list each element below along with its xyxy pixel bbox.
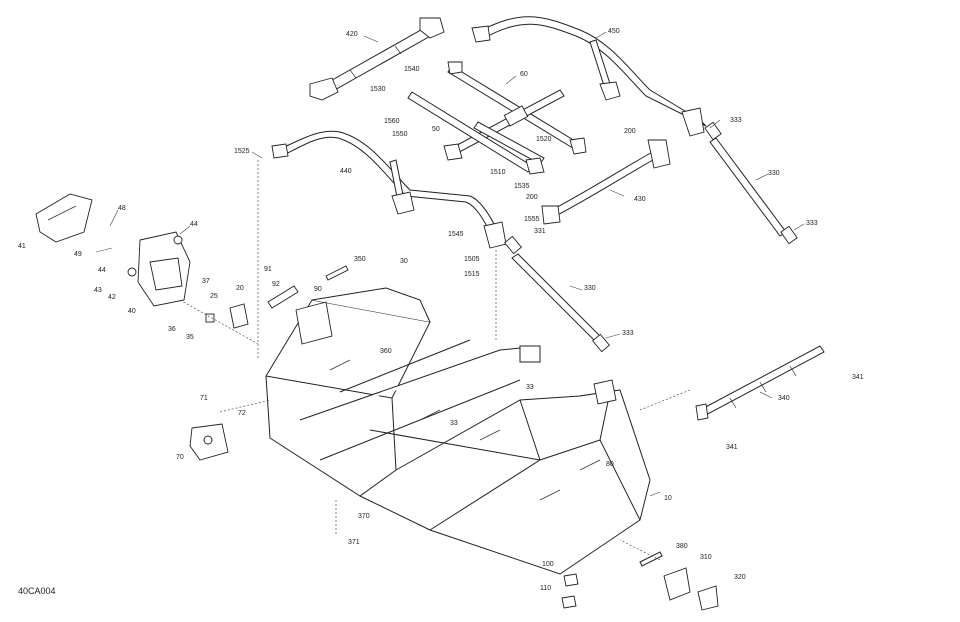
callout-33-center: 33 — [450, 420, 458, 427]
callout-40: 40 — [128, 308, 136, 315]
callout-1560: 1560 — [384, 118, 400, 125]
callout-310: 310 — [700, 554, 712, 561]
part-90-link — [267, 265, 349, 309]
callout-25: 25 — [210, 293, 218, 300]
callout-91: 91 — [264, 266, 272, 273]
callout-333-right: 333 — [806, 220, 818, 227]
callout-333-top: 333 — [730, 117, 742, 124]
callout-1515: 1515 — [464, 271, 480, 278]
callout-1545: 1545 — [448, 231, 464, 238]
callout-1555: 1555 — [524, 216, 540, 223]
callout-370: 370 — [358, 513, 370, 520]
part-430-side-bar — [541, 139, 671, 225]
callout-44-left: 44 — [98, 267, 106, 274]
callout-371: 371 — [348, 539, 360, 546]
callout-330-upper: 330 — [768, 170, 780, 177]
part-450-rear-cage — [471, 16, 707, 137]
assembly-lines — [179, 160, 691, 561]
part-100-clip — [561, 573, 579, 609]
callout-420: 420 — [346, 31, 358, 38]
callout-333-lower: 333 — [622, 330, 634, 337]
callout-30: 30 — [400, 258, 408, 265]
part-70-bracket — [189, 423, 229, 461]
callout-37: 37 — [202, 278, 210, 285]
callout-440: 440 — [340, 168, 352, 175]
diagram-code: 40CA004 — [18, 586, 56, 596]
callout-1540: 1540 — [404, 66, 420, 73]
callout-1520: 1520 — [536, 136, 552, 143]
callout-1535: 1535 — [514, 183, 530, 190]
part-20-clip — [205, 303, 249, 329]
callout-340: 340 — [778, 395, 790, 402]
part-440-front-cage — [271, 130, 507, 249]
part-330-strut-upper — [704, 121, 798, 245]
callout-43: 43 — [94, 287, 102, 294]
part-41-bracket — [35, 193, 93, 243]
part-380-rod — [639, 551, 663, 567]
part-60-roof-frame — [407, 61, 587, 175]
callout-48: 48 — [118, 205, 126, 212]
callout-70: 70 — [176, 454, 184, 461]
callout-331: 331 — [534, 228, 546, 235]
callout-80: 80 — [606, 461, 614, 468]
part-40-mount — [127, 231, 191, 307]
callout-1505: 1505 — [464, 256, 480, 263]
callout-33-right: 33 — [526, 384, 534, 391]
callout-72: 72 — [238, 410, 246, 417]
callout-450: 450 — [608, 28, 620, 35]
callout-200-upper: 200 — [624, 128, 636, 135]
callout-350: 350 — [354, 256, 366, 263]
callout-71: 71 — [200, 395, 208, 402]
part-420-crossbar — [309, 17, 445, 101]
callout-41: 41 — [18, 243, 26, 250]
callout-1510: 1510 — [490, 169, 506, 176]
callout-341-top: 341 — [852, 374, 864, 381]
callout-60: 60 — [520, 71, 528, 78]
leader-lines — [95, 31, 805, 497]
callout-320: 320 — [734, 574, 746, 581]
callout-380: 380 — [676, 543, 688, 550]
callout-330-lower: 330 — [584, 285, 596, 292]
callout-36: 36 — [168, 326, 176, 333]
callout-92: 92 — [272, 281, 280, 288]
callout-1550: 1550 — [392, 131, 408, 138]
part-330-strut-lower — [504, 235, 610, 353]
part-340-side-rail — [695, 345, 825, 421]
callout-42: 42 — [108, 294, 116, 301]
callout-35: 35 — [186, 334, 194, 341]
callout-50: 50 — [432, 126, 440, 133]
part-10-main-frame — [265, 287, 651, 575]
callout-20: 20 — [236, 285, 244, 292]
callout-90: 90 — [314, 286, 322, 293]
part-310-bracket — [663, 567, 719, 611]
callout-labels: 420 450 1540 1530 1560 1550 60 50 1520 1… — [18, 28, 864, 592]
callout-1530: 1530 — [370, 86, 386, 93]
callout-1525: 1525 — [234, 148, 250, 155]
callout-200-lower: 200 — [526, 194, 538, 201]
callout-10: 10 — [664, 495, 672, 502]
callout-49: 49 — [74, 251, 82, 258]
callout-110: 110 — [540, 585, 551, 592]
callout-341-bottom: 341 — [726, 444, 738, 451]
callout-430: 430 — [634, 196, 646, 203]
callout-360: 360 — [380, 348, 392, 355]
callout-44-top: 44 — [190, 221, 198, 228]
callout-100: 100 — [542, 561, 554, 568]
